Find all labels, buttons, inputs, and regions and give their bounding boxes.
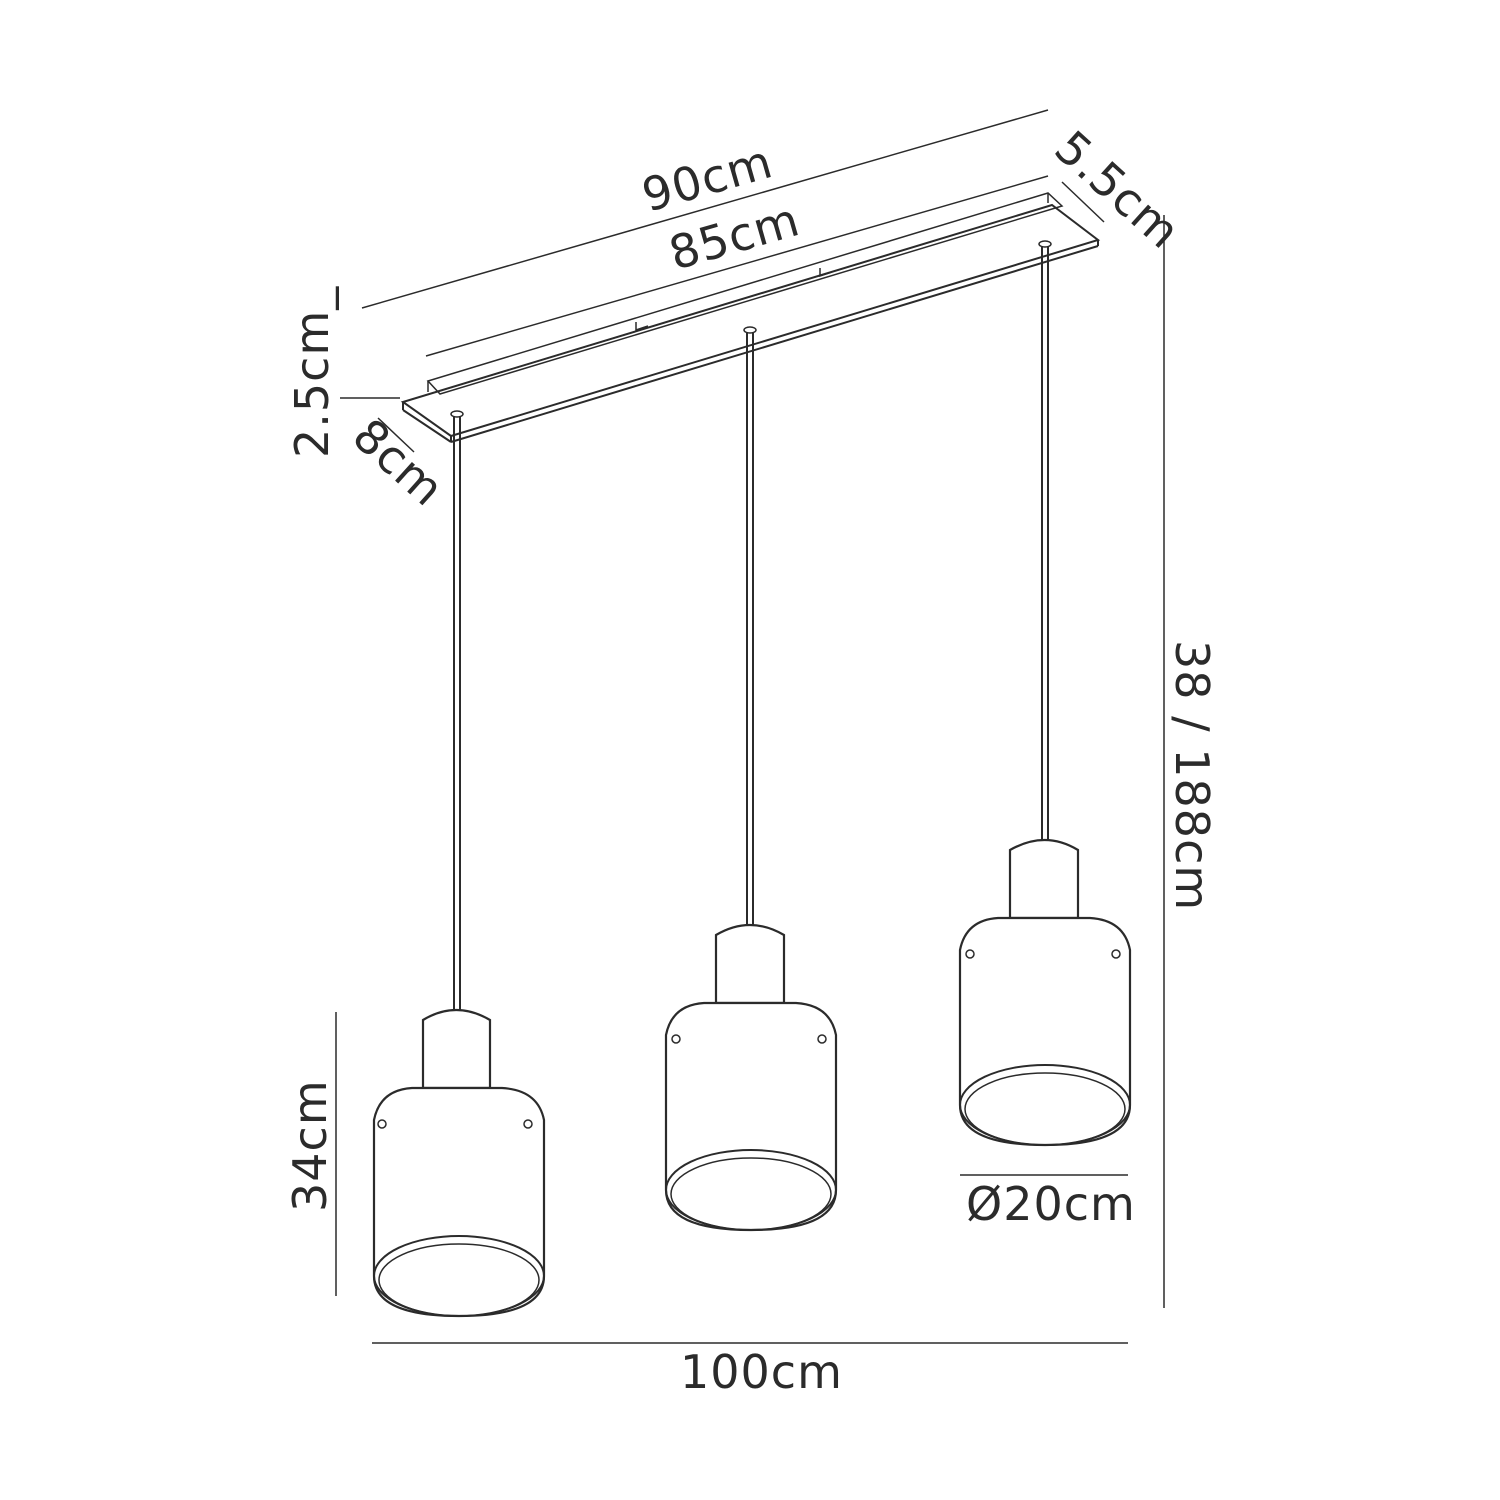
- pendant-shade-right: [958, 839, 1132, 1147]
- dim-8cm-label: 8cm: [343, 408, 455, 517]
- dim-shade-diameter-label: Ø20cm: [966, 1177, 1136, 1231]
- dim-shade-height-label: 34cm: [283, 1079, 337, 1212]
- suspension-cables: [453, 246, 1049, 1010]
- ceiling-plate: [400, 192, 1101, 443]
- dim-overall-width-label: 100cm: [680, 1345, 843, 1399]
- dim-2-5cm-label: 2.5cm_: [285, 286, 339, 458]
- dim-drop-height-label: 38 / 188cm: [1165, 640, 1219, 911]
- pendant-shade-middle: [664, 924, 838, 1232]
- pendant-shade-left: [372, 1009, 546, 1318]
- dim-5-5cm-label: 5.5cm: [1045, 120, 1191, 259]
- dimension-lines: [335, 109, 1165, 1344]
